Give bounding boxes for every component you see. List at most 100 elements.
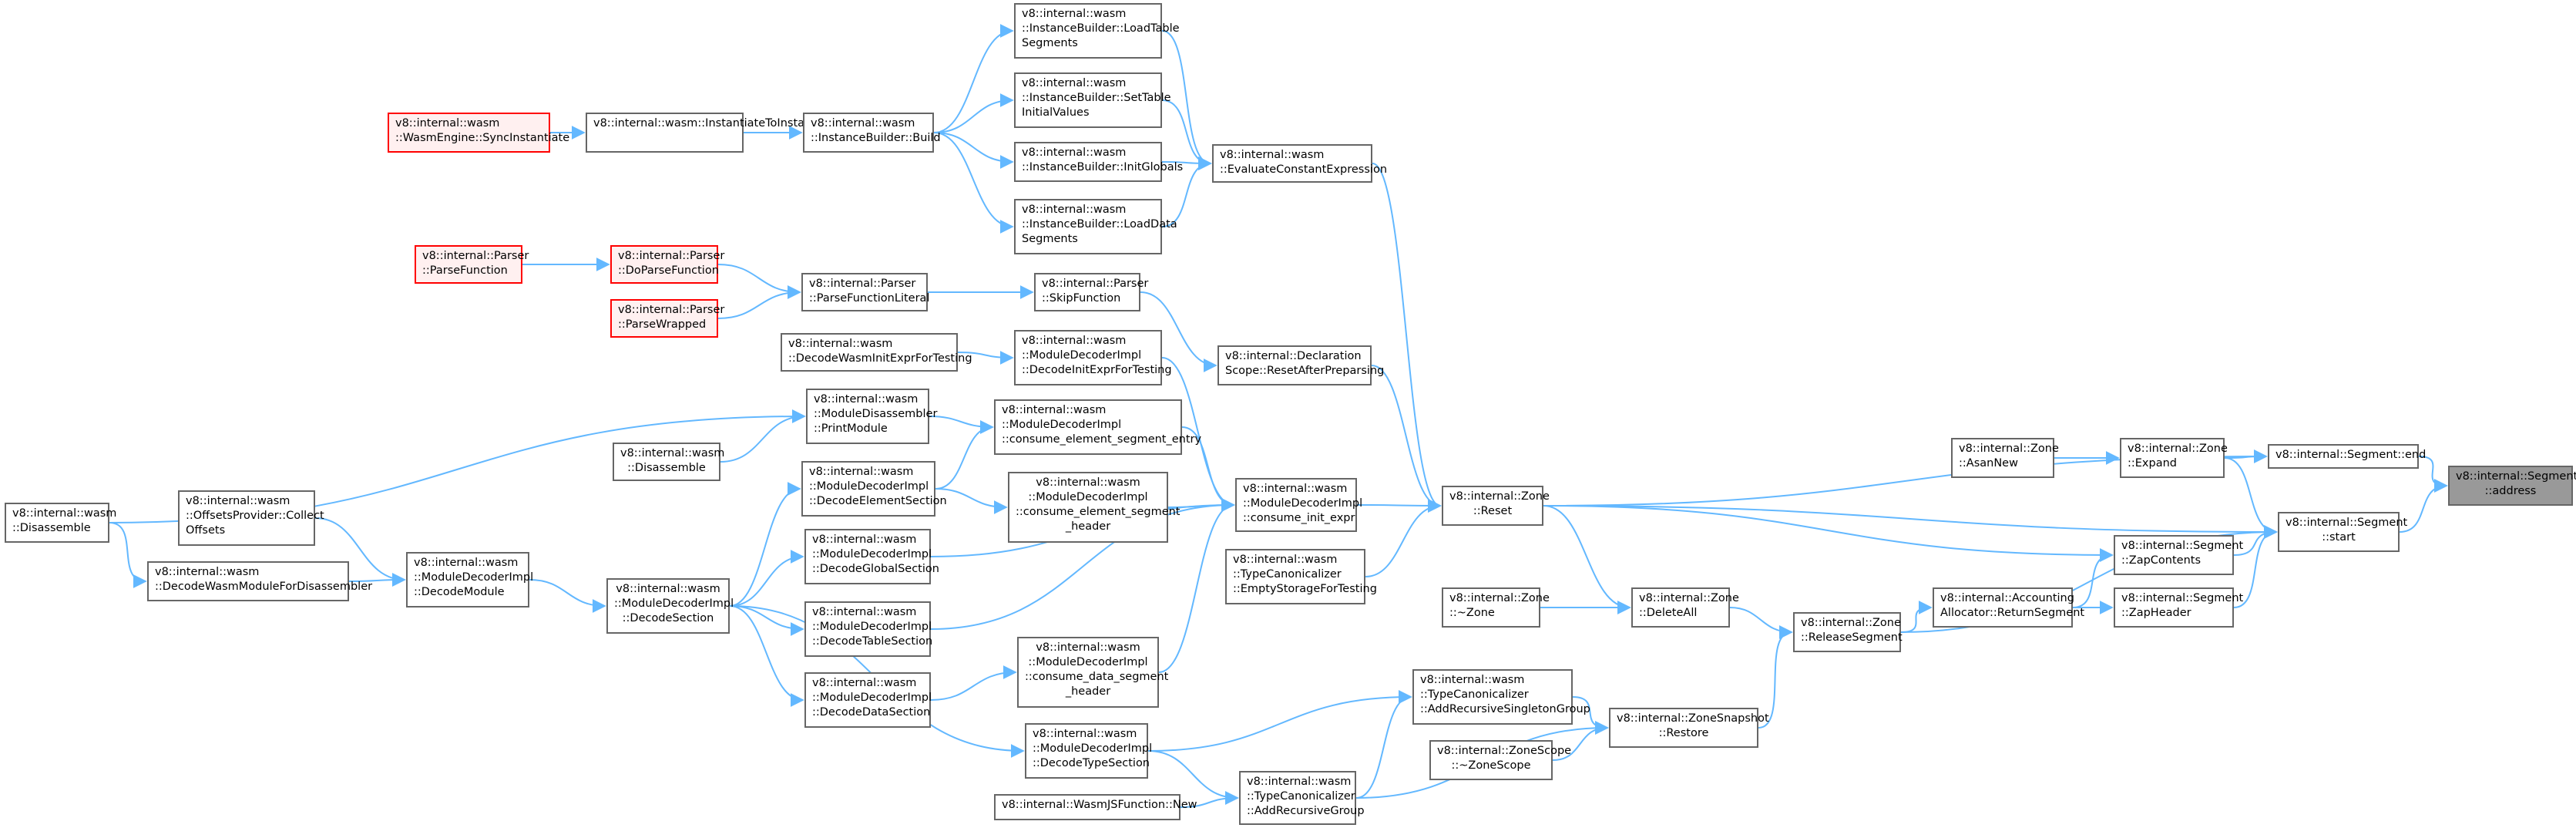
node-label-line: ::ModuleDisassembler [814,408,938,420]
edge-loaddata-to-evalconst [1161,157,1212,227]
node-label-line: ::start [2322,531,2356,544]
node-loaddata[interactable]: v8::internal::wasm::InstanceBuilder::Loa… [1014,199,1177,254]
node-label-line: ::ZapHeader [2121,607,2191,619]
node-deleteall[interactable]: v8::internal::Zone::DeleteAll [1631,587,1739,628]
edge-decodewasmmod-to-decodemodule [348,573,406,587]
edge-decodewasminit-to-decodeinitexpr [957,350,1014,365]
node-decodesection[interactable]: v8::internal::wasm::ModuleDecoderImpl::D… [606,578,734,634]
node-label-line: ::PrintModule [814,422,888,435]
node-label-line: ::ModuleDecoderImpl [812,692,932,704]
node-consumeelemheader[interactable]: v8::internal::wasm::ModuleDecoderImpl::c… [1008,472,1181,543]
node-decodetable[interactable]: v8::internal::wasm::ModuleDecoderImpl::D… [804,601,932,657]
edge-build-to-loaddata [933,132,1014,234]
node-label-line: Allocator::ReturnSegment [1940,607,2085,619]
node-label-line: ::WasmEngine::SyncInstantiate [395,132,570,144]
edge-decodetype-to-addrecsingleton [1147,690,1412,752]
node-label-line: ::DecodeElementSection [809,495,947,507]
node-zapcontents[interactable]: v8::internal::Segment::ZapContents [2114,535,2244,575]
edge-disassemble2-to-printmodule [720,409,806,463]
edge-decodesection-to-decodedata [729,605,804,707]
node-parsefnlit[interactable]: v8::internal::Parser::ParseFunctionLiter… [801,273,929,311]
node-label-line: v8::internal::WasmJSFunction::New [1002,799,1197,811]
node-expand[interactable]: v8::internal::Zone::Expand [2120,438,2228,478]
node-label-line: ::ZapContents [2121,554,2202,567]
node-restore[interactable]: v8::internal::ZoneSnapshot::Restore [1609,708,1769,748]
node-decodewasminit[interactable]: v8::internal::wasm::DecodeWasmInitExprFo… [781,333,972,372]
node-label-line: v8::internal::wasm [616,583,720,595]
node-consumeelementry[interactable]: v8::internal::wasm::ModuleDecoderImpl::c… [994,399,1201,455]
node-sync[interactable]: v8::internal::wasm::WasmEngine::SyncInst… [388,113,570,153]
node-jsfunction[interactable]: v8::internal::WasmJSFunction::New [994,794,1197,820]
node-decodetype[interactable]: v8::internal::wasm::ModuleDecoderImpl::D… [1025,723,1152,779]
node-label-line: ::DecodeDataSection [812,706,931,719]
node-zonedtor[interactable]: v8::internal::Zone::~Zone [1442,587,1550,628]
node-disassemble1[interactable]: v8::internal::wasm::Disassemble [5,503,116,543]
node-label-line: ::~Zone [1449,607,1495,619]
node-decodedata[interactable]: v8::internal::wasm::ModuleDecoderImpl::D… [804,672,932,728]
node-printmodule[interactable]: v8::internal::wasm::ModuleDisassembler::… [806,389,938,444]
edge-jsfunction-to-addrecgroup [1180,791,1239,808]
node-label-line: v8::internal::Segment [2121,540,2244,552]
node-label-line: Scope::ResetAfterPreparsing [1225,365,1385,377]
node-disassemble2[interactable]: v8::internal::wasm::Disassemble [613,443,724,481]
node-label-line: v8::internal::Accounting [1940,592,2074,604]
node-label-line: ::ModuleDecoderImpl [812,621,932,633]
node-segstart[interactable]: v8::internal::Segment::start [2278,512,2407,552]
node-segaddress[interactable]: v8::internal::Segment::address [2448,466,2576,506]
edge-decodetable-to-consumeinit [930,498,1235,630]
node-label-line: ::InstanceBuilder::InitGlobals [1022,161,1184,173]
node-label-line: v8::internal::Zone [1801,617,1901,629]
edge-expand-to-segstart [2224,457,2278,539]
node-label-line: ::DecodeWasmInitExprForTesting [788,352,972,365]
node-label-line: v8::internal::wasm [1033,728,1137,740]
node-label-line: ::ModuleDecoderImpl [1028,491,1148,503]
node-releaseseg[interactable]: v8::internal::Zone::ReleaseSegment [1793,612,1903,652]
node-skipfn[interactable]: v8::internal::Parser::SkipFunction [1034,273,1148,311]
node-offsets[interactable]: v8::internal::wasm::OffsetsProvider::Col… [178,490,324,546]
node-build[interactable]: v8::internal::wasm::InstanceBuilder::Bui… [803,113,941,153]
node-label-line: ::EmptyStorageForTesting [1233,583,1377,595]
node-parsefn[interactable]: v8::internal::Parser::ParseFunction [415,245,529,284]
edge-disassemble1-to-decodewasmmod [109,522,147,588]
node-parsewrapped[interactable]: v8::internal::Parser::ParseWrapped [610,299,725,338]
edge-offsets-to-decodemodule [314,517,406,587]
node-initglobals[interactable]: v8::internal::wasm::InstanceBuilder::Ini… [1014,142,1184,182]
node-label-line: ::DecodeSection [622,612,714,624]
node-addrecgroup[interactable]: v8::internal::wasm::TypeCanonicalizer::A… [1239,771,1365,825]
node-asannew[interactable]: v8::internal::Zone::AsanNew [1951,438,2059,478]
edge-skipfn-to-declscope [1140,291,1217,372]
node-decodewasmmod[interactable]: v8::internal::wasm::DecodeWasmModuleForD… [147,561,372,601]
node-doparse[interactable]: v8::internal::Parser::DoParseFunction [610,245,724,284]
node-decodeglobal[interactable]: v8::internal::wasm::ModuleDecoderImpl::D… [804,529,939,584]
node-label-line: v8::internal::Parser [422,250,529,262]
node-loadtable[interactable]: v8::internal::wasm::InstanceBuilder::Loa… [1014,3,1180,59]
node-label-line: ::TypeCanonicalizer [1247,790,1355,803]
node-label-line: v8::internal::Zone [1959,443,2059,455]
node-inst[interactable]: v8::internal::wasm::InstantiateToInstanc… [586,113,861,153]
node-reset[interactable]: v8::internal::Zone::Reset [1442,486,1550,526]
edge-build-to-settable [933,93,1014,133]
node-segend[interactable]: v8::internal::Segment::end [2268,444,2426,469]
node-evalconst[interactable]: v8::internal::wasm::EvaluateConstantExpr… [1212,144,1387,183]
node-label-line: v8::internal::Parser [618,304,725,316]
node-decodeinitexpr[interactable]: v8::internal::wasm::ModuleDecoderImpl::D… [1014,330,1172,385]
node-addrecsingleton[interactable]: v8::internal::wasm::TypeCanonicalizer::A… [1412,669,1590,725]
node-label-line: ::Disassemble [627,462,706,474]
node-consumeinit[interactable]: v8::internal::wasm::ModuleDecoderImpl::c… [1235,478,1362,532]
edge-reset-to-zapcontents [1543,505,2114,562]
node-label-line: v8::internal::wasm [1220,149,1325,161]
node-consumedataheader[interactable]: v8::internal::wasm::ModuleDecoderImpl::c… [1017,637,1168,708]
node-settable[interactable]: v8::internal::wasm::InstanceBuilder::Set… [1014,72,1171,128]
node-decodemodule[interactable]: v8::internal::wasm::ModuleDecoderImpl::D… [406,552,533,608]
node-label-line: v8::internal::wasm [1233,554,1338,566]
node-label-line: ::consume_element_segment [1016,506,1181,518]
node-emptystorage[interactable]: v8::internal::wasm::TypeCanonicalizer::E… [1225,549,1377,604]
node-label-line: v8::internal::ZoneScope [1437,745,1572,757]
node-zapheader[interactable]: v8::internal::Segment::ZapHeader [2114,587,2243,628]
node-decodeelemsection[interactable]: v8::internal::wasm::ModuleDecoderImpl::D… [801,461,947,517]
node-zonescope[interactable]: v8::internal::ZoneScope::~ZoneScope [1429,740,1572,780]
node-label-line: v8::internal::wasm [414,557,519,569]
node-label-line: v8::internal::wasm [812,606,917,618]
